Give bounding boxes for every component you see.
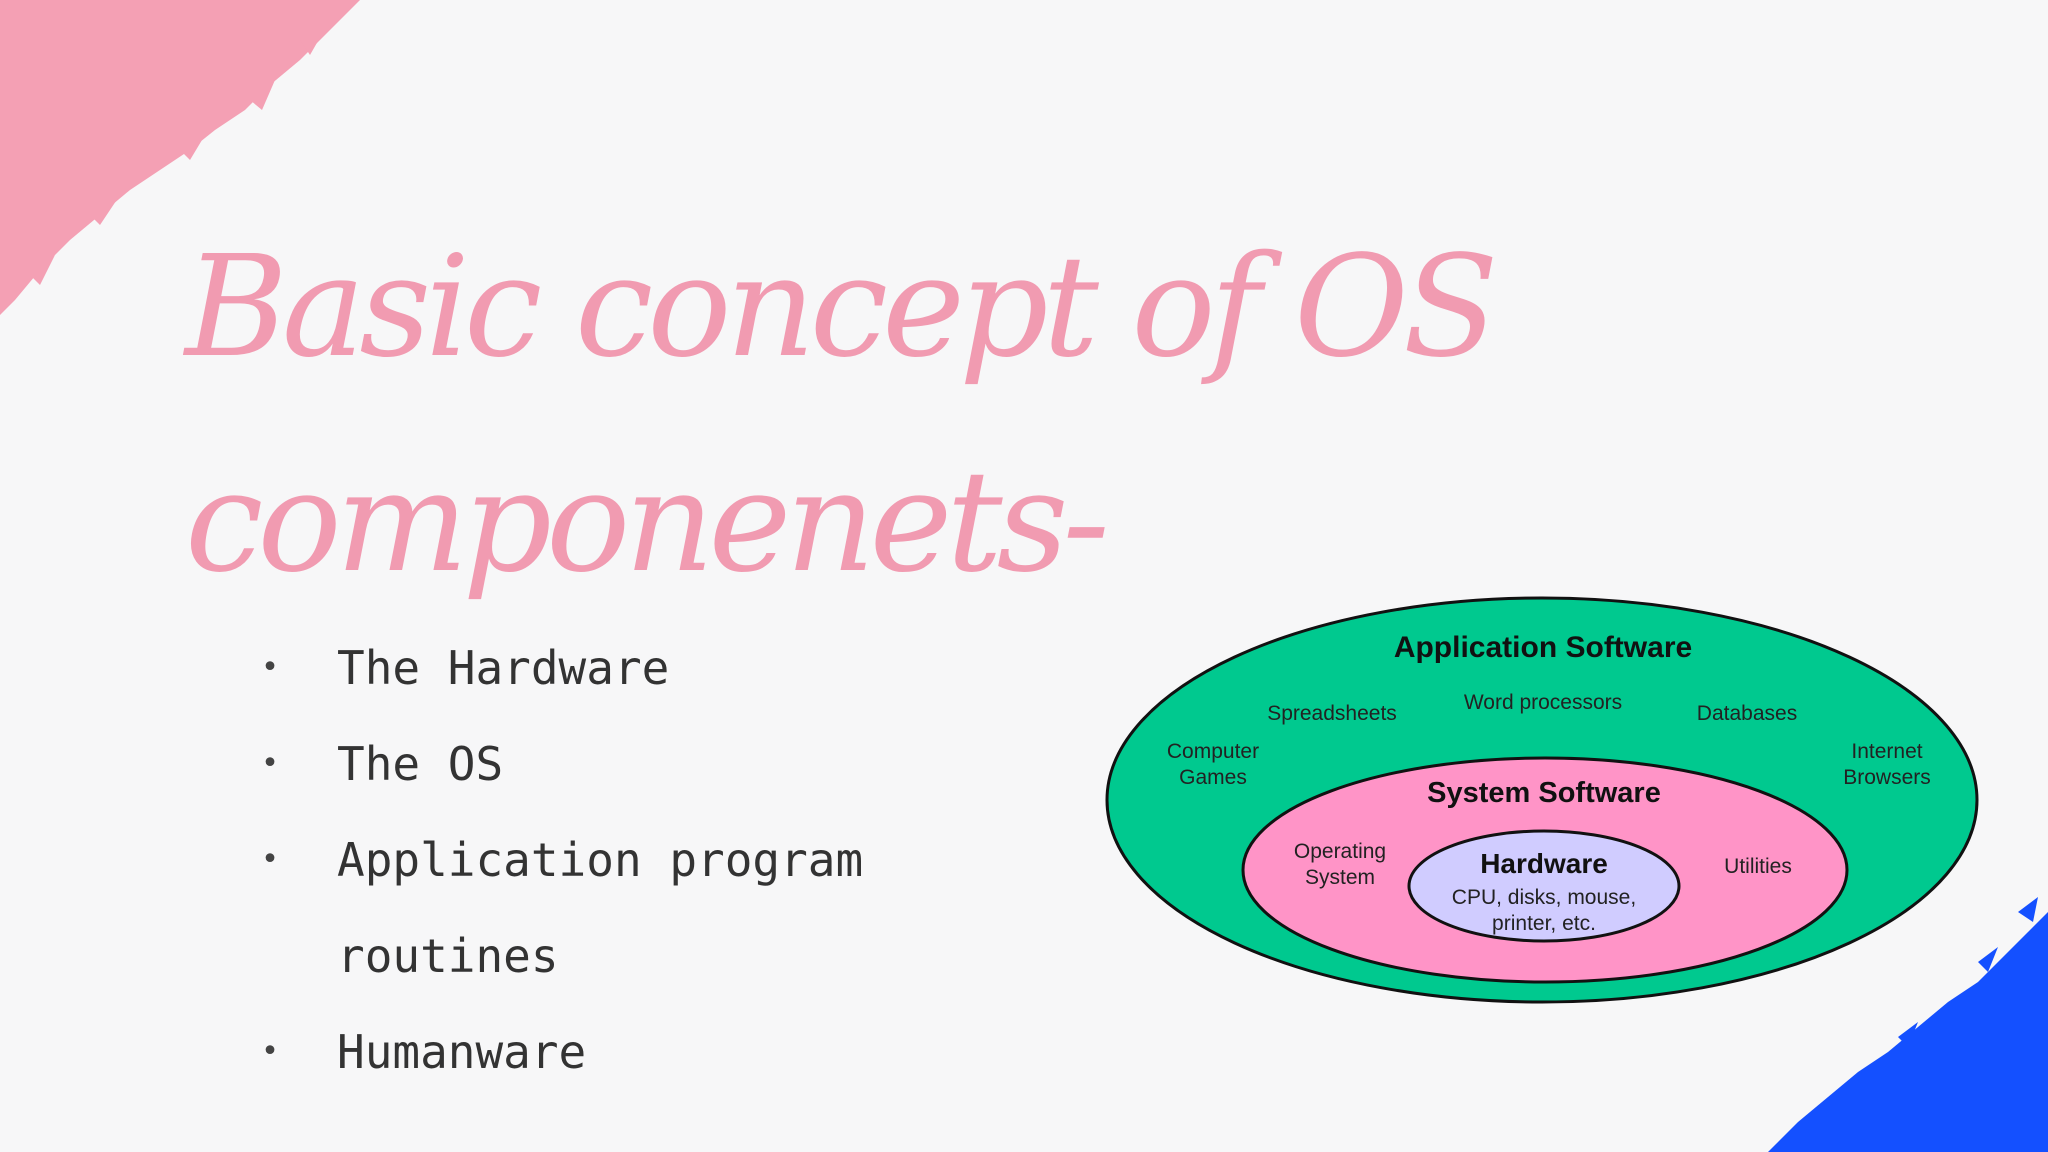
- utilities-label: Utilities: [1724, 855, 1792, 878]
- hardware-examples-line-2: printer, etc.: [1492, 912, 1596, 935]
- internet-browsers-label-2: Browsers: [1843, 766, 1931, 789]
- pink-brush-stroke: [0, 0, 360, 315]
- bullet-text: The OS: [337, 737, 504, 791]
- hardware-ellipse: [1407, 829, 1681, 943]
- word-processors-label: Word processors: [1464, 691, 1622, 714]
- list-item: • The OS: [255, 716, 1155, 812]
- computer-games-label-2: Games: [1179, 766, 1247, 789]
- application-software-label: Application Software: [1394, 631, 1692, 664]
- list-item: • Application program routines: [255, 812, 1155, 1004]
- hardware-label: Hardware: [1480, 848, 1608, 879]
- software-layers-diagram: Application Software Spreadsheets Word p…: [1105, 596, 1979, 1004]
- hardware-examples-line-1: CPU, disks, mouse,: [1452, 886, 1636, 909]
- system-software-label: System Software: [1427, 777, 1661, 809]
- slide-title: Basic concept of OS componenets-: [185, 200, 1585, 630]
- title-line-1: Basic concept of OS: [185, 226, 1499, 389]
- bullet-icon: •: [261, 1034, 280, 1069]
- title-line-2: componenets-: [185, 441, 1110, 604]
- computer-games-label-1: Computer: [1167, 740, 1259, 763]
- bullet-icon: •: [261, 842, 280, 877]
- bullet-text-continuation: routines: [337, 929, 559, 983]
- bullet-icon: •: [261, 650, 280, 685]
- list-item: • The Hardware: [255, 620, 1155, 716]
- bullet-icon: •: [261, 746, 280, 781]
- operating-system-label-1: Operating: [1294, 840, 1386, 863]
- bullet-text: Humanware: [337, 1025, 587, 1079]
- blue-brush-stroke: [1768, 897, 2048, 1152]
- bullet-list: • The Hardware • The OS • Application pr…: [255, 620, 1155, 1100]
- bullet-text: The Hardware: [337, 641, 670, 695]
- operating-system-label-2: System: [1305, 866, 1375, 889]
- internet-browsers-label-1: Internet: [1851, 740, 1922, 763]
- databases-label: Databases: [1697, 702, 1797, 725]
- bullet-text: Application program: [337, 833, 864, 887]
- spreadsheets-label: Spreadsheets: [1267, 702, 1397, 725]
- list-item: • Humanware: [255, 1004, 1155, 1100]
